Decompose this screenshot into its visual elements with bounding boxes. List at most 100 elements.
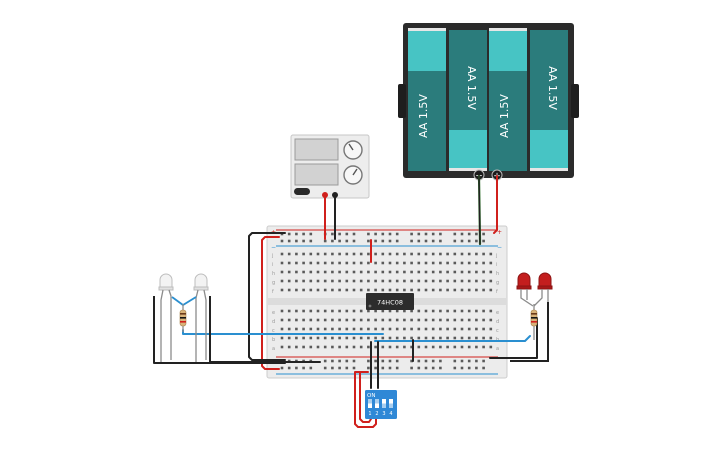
breadboard-hole[interactable] bbox=[309, 345, 313, 349]
breadboard-hole[interactable] bbox=[280, 279, 284, 283]
breadboard-hole[interactable] bbox=[446, 288, 449, 292]
breadboard-hole[interactable] bbox=[489, 252, 493, 256]
rail-hole[interactable] bbox=[395, 232, 399, 236]
wire-signal-right[interactable] bbox=[374, 335, 531, 342]
breadboard-hole[interactable] bbox=[302, 318, 305, 322]
breadboard-hole[interactable] bbox=[489, 336, 493, 340]
breadboard-hole[interactable] bbox=[395, 309, 399, 313]
breadboard-hole[interactable] bbox=[367, 345, 370, 349]
led-pair-left[interactable] bbox=[153, 273, 211, 363]
breadboard-hole[interactable] bbox=[309, 252, 313, 256]
breadboard-hole[interactable] bbox=[410, 270, 413, 274]
breadboard-hole[interactable] bbox=[410, 345, 413, 349]
breadboard-hole[interactable] bbox=[403, 261, 406, 265]
breadboard-hole[interactable] bbox=[475, 288, 478, 292]
breadboard-hole[interactable] bbox=[309, 261, 313, 265]
breadboard-hole[interactable] bbox=[424, 336, 428, 340]
breadboard-hole[interactable] bbox=[467, 318, 471, 322]
breadboard-hole[interactable] bbox=[417, 261, 421, 265]
breadboard-hole[interactable] bbox=[345, 336, 349, 340]
breadboard-hole[interactable] bbox=[424, 261, 428, 265]
breadboard-hole[interactable] bbox=[331, 288, 334, 292]
breadboard-hole[interactable] bbox=[381, 327, 385, 331]
breadboard-hole[interactable] bbox=[431, 327, 435, 331]
power-supply[interactable] bbox=[290, 134, 370, 199]
breadboard-hole[interactable] bbox=[374, 288, 377, 292]
rail-hole[interactable] bbox=[482, 359, 485, 363]
breadboard-hole[interactable] bbox=[359, 318, 363, 322]
rail-hole[interactable] bbox=[331, 239, 334, 243]
rail-hole[interactable] bbox=[309, 232, 313, 236]
breadboard-hole[interactable] bbox=[331, 270, 334, 274]
breadboard-hole[interactable] bbox=[295, 336, 298, 340]
breadboard-hole[interactable] bbox=[280, 309, 284, 313]
rail-hole[interactable] bbox=[352, 232, 356, 236]
breadboard-hole[interactable] bbox=[352, 288, 356, 292]
breadboard-hole[interactable] bbox=[460, 261, 464, 265]
breadboard-hole[interactable] bbox=[331, 252, 334, 256]
rail-hole[interactable] bbox=[295, 366, 298, 370]
breadboard-hole[interactable] bbox=[338, 261, 341, 265]
breadboard-hole[interactable] bbox=[374, 261, 377, 265]
power-switch[interactable] bbox=[294, 188, 310, 195]
breadboard-hole[interactable] bbox=[467, 288, 471, 292]
breadboard-hole[interactable] bbox=[467, 345, 471, 349]
wire-led-right-ground[interactable] bbox=[489, 317, 538, 359]
breadboard-hole[interactable] bbox=[331, 327, 334, 331]
breadboard-hole[interactable] bbox=[482, 318, 485, 322]
led-clear-1[interactable] bbox=[158, 273, 174, 362]
breadboard-hole[interactable] bbox=[302, 270, 305, 274]
breadboard-hole[interactable] bbox=[323, 261, 327, 265]
breadboard-hole[interactable] bbox=[316, 345, 320, 349]
breadboard-hole[interactable] bbox=[352, 345, 356, 349]
breadboard-hole[interactable] bbox=[424, 309, 428, 313]
rail-hole[interactable] bbox=[302, 232, 305, 236]
breadboard-hole[interactable] bbox=[295, 252, 298, 256]
breadboard-hole[interactable] bbox=[359, 345, 363, 349]
breadboard-hole[interactable] bbox=[280, 252, 284, 256]
breadboard-hole[interactable] bbox=[467, 252, 471, 256]
breadboard-hole[interactable] bbox=[287, 288, 291, 292]
rail-hole[interactable] bbox=[345, 366, 349, 370]
breadboard-hole[interactable] bbox=[388, 336, 392, 340]
breadboard-hole[interactable] bbox=[431, 288, 435, 292]
breadboard-hole[interactable] bbox=[403, 336, 406, 340]
breadboard-hole[interactable] bbox=[323, 327, 327, 331]
rail-hole[interactable] bbox=[338, 359, 341, 363]
breadboard-hole[interactable] bbox=[374, 345, 377, 349]
rail-hole[interactable] bbox=[374, 232, 377, 236]
breadboard-hole[interactable] bbox=[338, 327, 341, 331]
rail-hole[interactable] bbox=[482, 239, 485, 243]
breadboard-hole[interactable] bbox=[345, 345, 349, 349]
breadboard-hole[interactable] bbox=[359, 336, 363, 340]
breadboard-hole[interactable] bbox=[295, 270, 298, 274]
rail-hole[interactable] bbox=[482, 232, 485, 236]
breadboard-hole[interactable] bbox=[431, 279, 435, 283]
breadboard-hole[interactable] bbox=[345, 252, 349, 256]
breadboard-hole[interactable] bbox=[323, 309, 327, 313]
breadboard-hole[interactable] bbox=[475, 279, 478, 283]
breadboard-hole[interactable] bbox=[302, 336, 305, 340]
breadboard-hole[interactable] bbox=[460, 270, 464, 274]
breadboard-hole[interactable] bbox=[345, 318, 349, 322]
breadboard-hole[interactable] bbox=[403, 288, 406, 292]
breadboard-hole[interactable] bbox=[352, 279, 356, 283]
breadboard-hole[interactable] bbox=[352, 309, 356, 313]
breadboard-hole[interactable] bbox=[475, 309, 478, 313]
breadboard-hole[interactable] bbox=[431, 270, 435, 274]
breadboard-hole[interactable] bbox=[331, 318, 334, 322]
led-red-1[interactable] bbox=[516, 272, 534, 307]
breadboard-hole[interactable] bbox=[302, 327, 305, 331]
breadboard-hole[interactable] bbox=[287, 336, 291, 340]
breadboard-hole[interactable] bbox=[446, 309, 449, 313]
breadboard-hole[interactable] bbox=[453, 309, 457, 313]
breadboard-hole[interactable] bbox=[467, 336, 471, 340]
breadboard-hole[interactable] bbox=[345, 261, 349, 265]
rail-hole[interactable] bbox=[482, 366, 485, 370]
breadboard-hole[interactable] bbox=[287, 270, 291, 274]
rail-hole[interactable] bbox=[367, 239, 370, 243]
breadboard-hole[interactable] bbox=[460, 252, 464, 256]
breadboard-hole[interactable] bbox=[489, 309, 493, 313]
breadboard-hole[interactable] bbox=[475, 327, 478, 331]
breadboard-hole[interactable] bbox=[359, 261, 363, 265]
